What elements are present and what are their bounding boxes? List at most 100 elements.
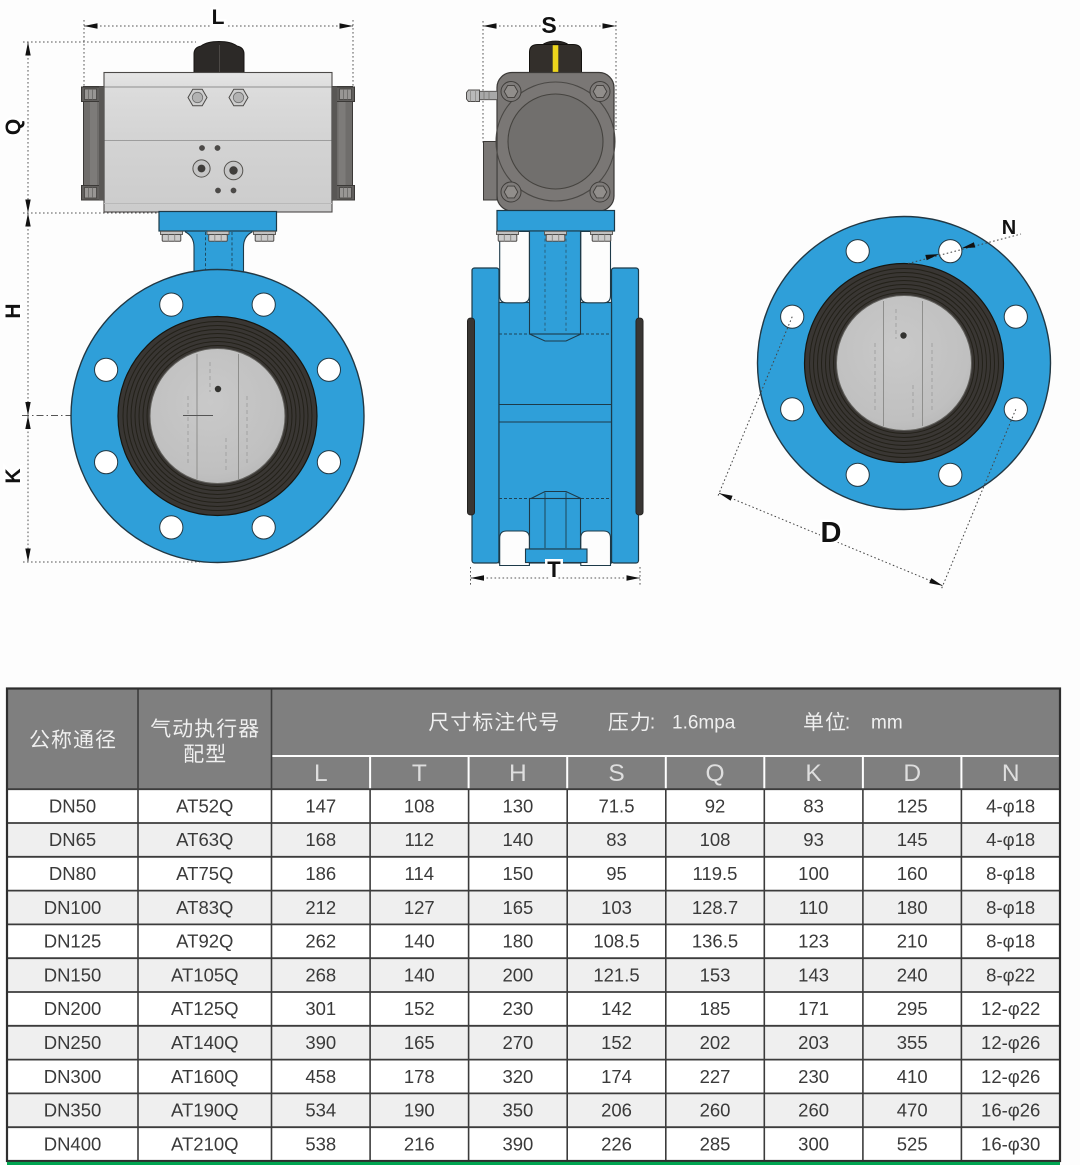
svg-text:143: 143	[798, 964, 829, 985]
svg-text:160: 160	[897, 863, 928, 884]
svg-text:S: S	[541, 12, 556, 38]
svg-text:216: 216	[404, 1133, 435, 1154]
svg-text:71.5: 71.5	[598, 795, 634, 816]
svg-text:T: T	[547, 557, 561, 582]
svg-text:140: 140	[404, 931, 435, 952]
svg-text:125: 125	[897, 795, 928, 816]
svg-text::: :	[650, 712, 656, 734]
svg-text:260: 260	[798, 1100, 829, 1121]
svg-text:301: 301	[305, 998, 336, 1019]
svg-text:112: 112	[405, 829, 435, 850]
svg-text:T: T	[412, 760, 427, 787]
svg-text:142: 142	[601, 998, 632, 1019]
svg-text:12-φ22: 12-φ22	[981, 998, 1040, 1019]
svg-text:N: N	[1002, 760, 1020, 787]
svg-text:458: 458	[305, 1066, 336, 1087]
svg-text:206: 206	[601, 1100, 632, 1121]
svg-text:136.5: 136.5	[692, 931, 738, 952]
svg-text:16-φ30: 16-φ30	[981, 1133, 1040, 1154]
svg-text:150: 150	[502, 863, 533, 884]
svg-text::: :	[845, 712, 851, 734]
svg-text:AT125Q: AT125Q	[171, 998, 239, 1019]
svg-text:H: H	[509, 760, 527, 787]
svg-text:DN80: DN80	[49, 863, 96, 884]
svg-text:H: H	[2, 303, 25, 318]
svg-text:AT83Q: AT83Q	[176, 897, 233, 918]
svg-text:DN200: DN200	[44, 998, 102, 1019]
svg-text:153: 153	[700, 964, 731, 985]
svg-text:180: 180	[502, 931, 533, 952]
svg-text:145: 145	[897, 829, 928, 850]
svg-text:320: 320	[502, 1066, 533, 1087]
svg-text:AT190Q: AT190Q	[171, 1100, 239, 1121]
svg-text:203: 203	[798, 1032, 829, 1053]
svg-text:171: 171	[798, 998, 829, 1019]
svg-text:AT52Q: AT52Q	[176, 795, 233, 816]
svg-text:S: S	[608, 760, 624, 787]
svg-text:295: 295	[897, 998, 928, 1019]
svg-text:123: 123	[798, 931, 829, 952]
svg-text:Q: Q	[705, 760, 724, 787]
svg-text:AT63Q: AT63Q	[176, 829, 233, 850]
svg-text:210: 210	[897, 931, 928, 952]
svg-text:DN125: DN125	[44, 931, 102, 952]
svg-text:92: 92	[705, 795, 726, 816]
svg-text:534: 534	[305, 1100, 336, 1121]
svg-text:260: 260	[700, 1100, 731, 1121]
svg-text:538: 538	[305, 1133, 336, 1154]
svg-text:350: 350	[502, 1100, 533, 1121]
svg-text:165: 165	[502, 897, 533, 918]
svg-text:8-φ18: 8-φ18	[986, 897, 1035, 918]
svg-text:230: 230	[798, 1066, 829, 1087]
svg-text:147: 147	[305, 795, 336, 816]
svg-text:L: L	[212, 6, 225, 29]
svg-text:L: L	[314, 760, 328, 787]
svg-text:DN400: DN400	[44, 1133, 102, 1154]
svg-text:DN300: DN300	[44, 1066, 102, 1087]
svg-text:200: 200	[502, 964, 533, 985]
svg-text:108: 108	[700, 829, 731, 850]
svg-text:N: N	[1002, 217, 1016, 239]
svg-text:D: D	[903, 760, 921, 787]
svg-text:226: 226	[601, 1133, 632, 1154]
svg-text:152: 152	[404, 998, 435, 1019]
svg-text:470: 470	[897, 1100, 928, 1121]
svg-text:DN65: DN65	[49, 829, 96, 850]
svg-text:227: 227	[700, 1066, 731, 1087]
svg-text:Q: Q	[2, 119, 25, 135]
svg-text:285: 285	[700, 1133, 731, 1154]
svg-text:140: 140	[502, 829, 533, 850]
svg-text:108.5: 108.5	[593, 931, 639, 952]
svg-text:410: 410	[897, 1066, 928, 1087]
svg-text:110: 110	[799, 897, 829, 918]
svg-text:DN350: DN350	[44, 1100, 102, 1121]
svg-text:12-φ26: 12-φ26	[981, 1032, 1040, 1053]
svg-text:180: 180	[897, 897, 928, 918]
svg-text:83: 83	[606, 829, 627, 850]
svg-text:390: 390	[502, 1133, 533, 1154]
svg-text:390: 390	[305, 1032, 336, 1053]
svg-text:1.6mpa: 1.6mpa	[672, 713, 736, 734]
svg-text:16-φ26: 16-φ26	[981, 1100, 1040, 1121]
svg-text:202: 202	[700, 1032, 731, 1053]
svg-text:DN250: DN250	[44, 1032, 102, 1053]
svg-text:AT140Q: AT140Q	[171, 1032, 239, 1053]
svg-text:130: 130	[502, 795, 533, 816]
svg-text:240: 240	[897, 964, 928, 985]
svg-text:178: 178	[404, 1066, 435, 1087]
svg-text:525: 525	[897, 1133, 928, 1154]
svg-text:152: 152	[601, 1032, 632, 1053]
svg-text:4-φ18: 4-φ18	[986, 829, 1035, 850]
svg-text:300: 300	[798, 1133, 829, 1154]
svg-text:168: 168	[305, 829, 336, 850]
svg-text:DN50: DN50	[49, 795, 96, 816]
svg-text:190: 190	[404, 1100, 435, 1121]
svg-text:12-φ26: 12-φ26	[981, 1066, 1040, 1087]
svg-text:AT75Q: AT75Q	[176, 863, 233, 884]
svg-text:108: 108	[404, 795, 435, 816]
svg-text:127: 127	[404, 897, 435, 918]
svg-text:AT105Q: AT105Q	[171, 964, 239, 985]
svg-text:355: 355	[897, 1032, 928, 1053]
svg-text:95: 95	[606, 863, 627, 884]
svg-text:mm: mm	[871, 713, 903, 734]
